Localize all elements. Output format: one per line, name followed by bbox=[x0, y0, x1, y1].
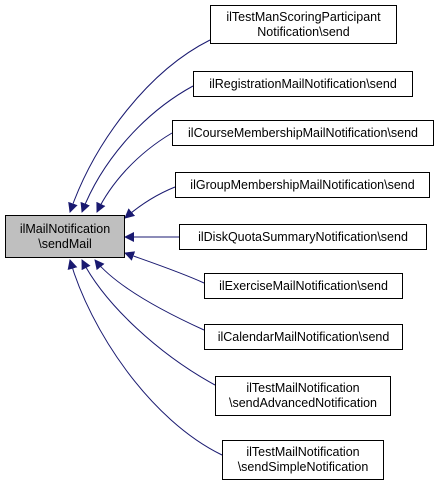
edge-caller-6 bbox=[94, 259, 205, 331]
caller-node-calendarmail[interactable]: ilCalendarMailNotification\send bbox=[204, 324, 403, 350]
edge-caller-8 bbox=[67, 259, 223, 456]
caller-node-groupmembership[interactable]: ilGroupMembershipMailNotification\send bbox=[175, 172, 430, 198]
caller-node-diskquotasummary[interactable]: ilDiskQuotaSummaryNotification\send bbox=[179, 224, 427, 250]
caller-node-line1: ilTestMailNotification bbox=[246, 381, 360, 395]
caller-node-line2: \sendSimpleNotification bbox=[237, 460, 369, 474]
root-node-ilmailnotification-sendmail[interactable]: ilMailNotification \sendMail bbox=[5, 215, 125, 258]
caller-node-line1: ilCalendarMailNotification\send bbox=[217, 329, 390, 344]
caller-node-line1: ilCourseMembershipMailNotification\send bbox=[188, 125, 418, 140]
caller-node-line1: ilTestMailNotification bbox=[246, 445, 360, 459]
caller-node-line2: Notification\send bbox=[257, 24, 350, 39]
edge-caller-5 bbox=[124, 251, 205, 284]
caller-node-line1: ilTestManScoringParticipant bbox=[226, 9, 381, 24]
edge-caller-0 bbox=[68, 39, 211, 213]
caller-node-line1: ilDiskQuotaSummaryNotification\send bbox=[198, 229, 408, 244]
root-node-line1: ilMailNotification bbox=[19, 221, 111, 236]
caller-node-line2: \sendAdvancedNotification bbox=[228, 396, 377, 410]
root-node-line2: \sendMail bbox=[38, 236, 92, 251]
edge-caller-1 bbox=[80, 85, 194, 213]
edge-caller-2 bbox=[96, 132, 173, 213]
caller-node-testmanscoring[interactable]: ilTestManScoringParticipant Notification… bbox=[210, 5, 397, 44]
caller-node-exercisemail[interactable]: ilExerciseMailNotification\send bbox=[204, 273, 403, 299]
caller-node-line1: ilExerciseMailNotification\send bbox=[219, 278, 388, 293]
caller-node-testmail-advanced[interactable]: ilTestMailNotification \sendAdvancedNoti… bbox=[215, 376, 391, 416]
caller-node-line1: ilRegistrationMailNotification\send bbox=[209, 76, 397, 91]
edge-caller-7 bbox=[81, 259, 216, 386]
edge-caller-3 bbox=[124, 186, 176, 219]
caller-node-testmail-simple[interactable]: ilTestMailNotification \sendSimpleNotifi… bbox=[222, 440, 384, 480]
caller-node-registrationmail[interactable]: ilRegistrationMailNotification\send bbox=[193, 71, 413, 97]
caller-node-line1: ilGroupMembershipMailNotification\send bbox=[190, 177, 415, 192]
caller-node-coursemembership[interactable]: ilCourseMembershipMailNotification\send bbox=[172, 120, 434, 146]
